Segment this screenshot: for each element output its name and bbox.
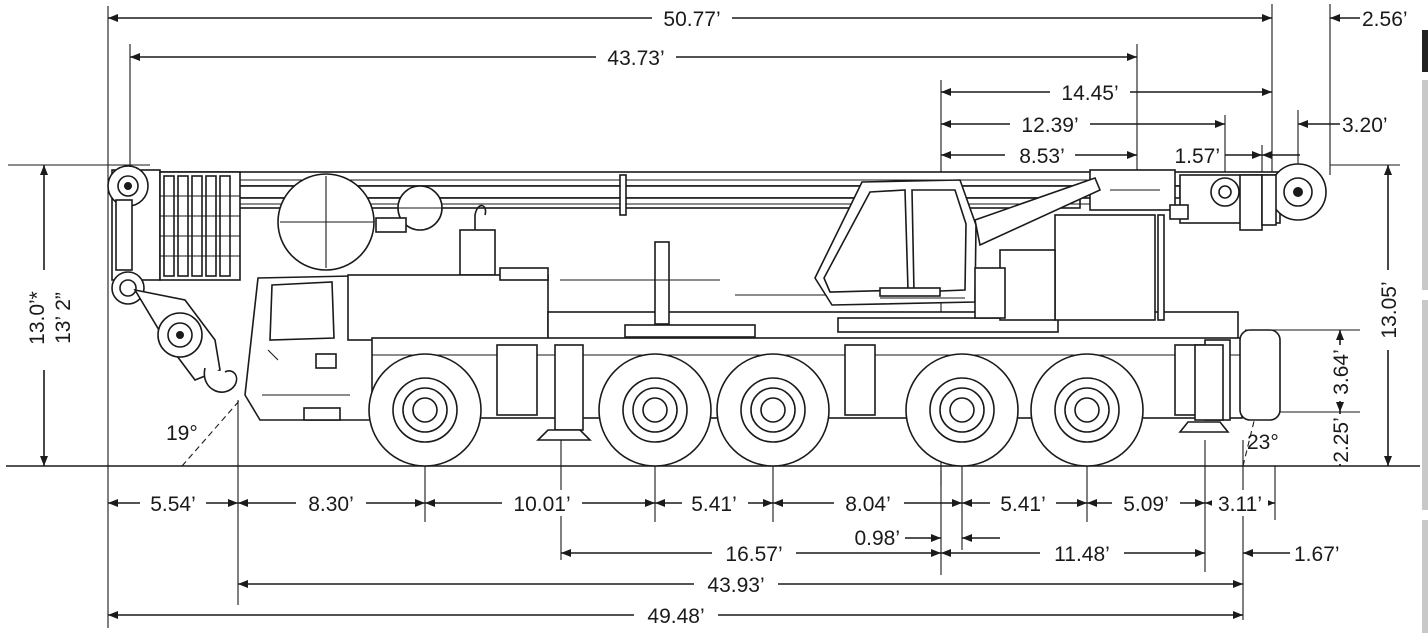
superstructure	[814, 176, 1165, 333]
label-center-offset: 0.98’	[854, 527, 900, 550]
label-overall-length: 50.77’	[663, 8, 720, 31]
wheel-2	[598, 353, 712, 467]
label-axle-3-to-4: 5.41’	[691, 493, 737, 516]
labels-bottom: 5.54’ 8.30’ 10.01’ 5.41’ 8.04’ 5.41’ 5.0…	[140, 490, 1340, 628]
label-front-overhang: 5.54’	[150, 493, 196, 516]
label-outrigger-front-to-center: 16.57’	[725, 543, 782, 566]
label-left-height-imperial: 13’ 2”	[52, 292, 75, 344]
label-axle-4-to-5: 8.04’	[845, 493, 891, 516]
label-axle-6-to-rear: 5.09’	[1123, 493, 1169, 516]
label-rear-tail: 2.56’	[1362, 8, 1408, 31]
label-rear-to-boom-pivot: 12.39’	[1021, 114, 1078, 137]
wheels	[368, 353, 1144, 467]
outriggers	[496, 344, 1230, 441]
edge-tab-2	[1422, 80, 1428, 290]
label-rear-to-superstructure: 14.45’	[1061, 82, 1118, 105]
label-boom-length: 43.73’	[607, 47, 664, 70]
boom-head	[107, 165, 161, 305]
edge-tab-4	[1422, 520, 1428, 633]
label-approach-angle: 19°	[166, 422, 198, 445]
dimension-lines-top	[108, 14, 1360, 159]
edge-tab-1	[1422, 30, 1428, 72]
label-right-height: 13.05’	[1378, 281, 1401, 338]
label-overall-carrier-length: 49.48’	[647, 605, 704, 628]
label-center-to-outrigger-rear: 11.48’	[1054, 543, 1110, 566]
edge-tab-3	[1422, 300, 1428, 510]
label-front-axle-span: 8.30’	[308, 493, 354, 516]
label-left-height-decimal: 13.0’*	[26, 291, 49, 345]
main-winch-drum	[277, 173, 496, 276]
wheel-1	[368, 353, 482, 467]
label-rear-overhang: 3.11’	[1218, 493, 1262, 516]
label-counterweight-gap: 1.57’	[1174, 145, 1220, 168]
hook-block	[133, 288, 238, 393]
label-outrigger-span: 43.93’	[707, 574, 764, 597]
wheel-3	[716, 353, 830, 467]
label-departure-angle: 23°	[1247, 431, 1279, 454]
labels-vertical: 13.0’* 13’ 2” 13.05’ 3.64’ 2.25’	[22, 270, 1402, 464]
label-rear-overhang-upper: 3.20’	[1342, 114, 1388, 137]
label-deck-height: 3.64’	[1330, 349, 1353, 395]
label-axle-5-to-6: 5.41’	[1000, 493, 1046, 516]
labels-angles: 19° 23°	[166, 422, 1279, 454]
wheel-5	[1030, 353, 1144, 467]
wheel-4	[905, 353, 1019, 467]
label-outrigger-rear-overhang: 1.67’	[1294, 543, 1340, 566]
label-ground-clearance: 2.25’	[1330, 417, 1353, 463]
labels-top: 50.77’ 43.73’ 14.45’ 12.39’ 8.53’ 1.57’ …	[596, 4, 1408, 168]
label-pivot-to-rotation: 8.53’	[1019, 145, 1065, 168]
carrier-cab	[244, 275, 379, 421]
label-axle-2-to-3: 10.01’	[513, 493, 570, 516]
sheave-stack	[159, 171, 241, 281]
